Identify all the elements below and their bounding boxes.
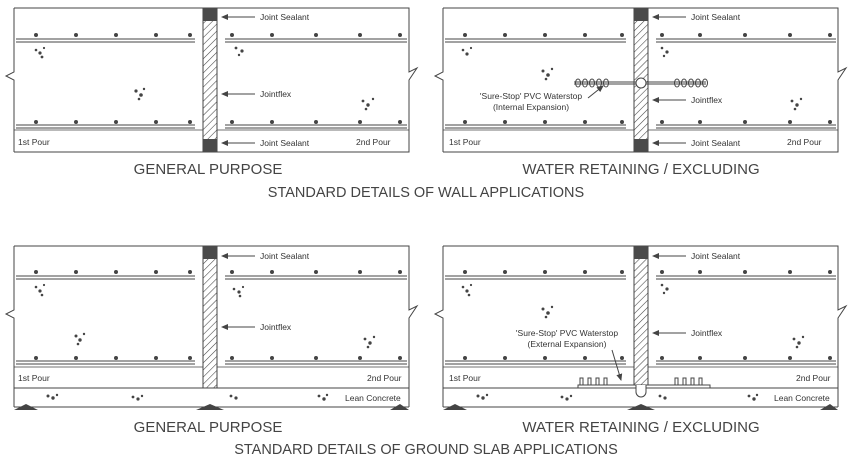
jointflex-filler [202,7,218,153]
break-line [433,246,444,407]
leader-line [611,349,623,381]
second-pour-label: 2nd Pour [787,137,822,147]
joint-sealant-bottom-label: Joint Sealant [260,138,310,148]
waterstop-sublabel: (Internal Expansion) [493,102,569,112]
joint-sealant-top-label: Joint Sealant [691,12,741,22]
break-line [217,7,419,153]
jointflex-label: Jointflex [691,328,723,338]
aggregate-speckles [34,46,375,111]
break-line [648,245,848,407]
external-waterstop [577,377,711,398]
ground-support-pads [14,404,409,410]
jointflex-filler [633,245,649,389]
joint-sealant-top [203,246,217,259]
aggregate-speckles [461,46,803,111]
break-line [433,8,444,152]
joint-sealant-top-label: Joint Sealant [260,251,310,261]
first-pour-label: 1st Pour [18,373,50,383]
caption-general-purpose: GENERAL PURPOSE [134,419,283,436]
break-line [4,8,15,152]
rebar-dots [34,33,402,124]
joint-sealant-bottom-label: Joint Sealant [691,138,741,148]
ground-support-pads [443,404,838,410]
rebar-dots [463,270,832,360]
slab-applications-title: STANDARD DETAILS OF GROUND SLAB APPLICAT… [234,442,618,458]
caption-water-retaining: WATER RETAINING / EXCLUDING [522,161,759,178]
caption-water-retaining: WATER RETAINING / EXCLUDING [522,419,759,436]
aggregate-speckles [461,283,805,401]
leader-line [587,85,604,99]
jointflex-filler [202,245,218,389]
joint-sealant-top [634,246,648,259]
jointflex-label: Jointflex [260,322,292,332]
first-pour-label: 1st Pour [18,137,50,147]
break-line [648,7,848,153]
joint-sealant-top [203,8,217,21]
waterstop-sublabel: (External Expansion) [528,339,607,349]
first-pour-label: 1st Pour [449,373,481,383]
aggregate-speckles [34,283,376,401]
first-pour-label: 1st Pour [449,137,481,147]
joint-sealant-top [634,8,648,21]
second-pour-label: 2nd Pour [367,373,402,383]
joint-sealant-top-label: Joint Sealant [260,12,310,22]
jointflex-label: Jointflex [260,89,292,99]
panel-slab-general [4,245,419,408]
lean-concrete-label: Lean Concrete [345,393,401,403]
rebar-dots [34,270,402,360]
caption-general-purpose: GENERAL PURPOSE [134,161,283,178]
joint-sealant-top-label: Joint Sealant [691,251,741,261]
second-pour-label: 2nd Pour [796,373,831,383]
break-line [217,245,419,407]
joint-sealant-bottom [634,139,648,152]
waterstop-label: 'Sure-Stop' PVC Waterstop [480,91,582,101]
panel-wall-general [4,7,419,153]
break-line [4,246,15,407]
lean-concrete-label: Lean Concrete [774,393,830,403]
second-pour-label: 2nd Pour [356,137,391,147]
jointflex-label: Jointflex [691,95,723,105]
wall-applications-title: STANDARD DETAILS OF WALL APPLICATIONS [268,185,584,201]
internal-waterstop [574,77,708,89]
joint-sealant-bottom [203,139,217,152]
waterstop-label: 'Sure-Stop' PVC Waterstop [516,328,618,338]
rebar-dots [463,33,832,124]
panel-slab-retaining [433,245,848,408]
